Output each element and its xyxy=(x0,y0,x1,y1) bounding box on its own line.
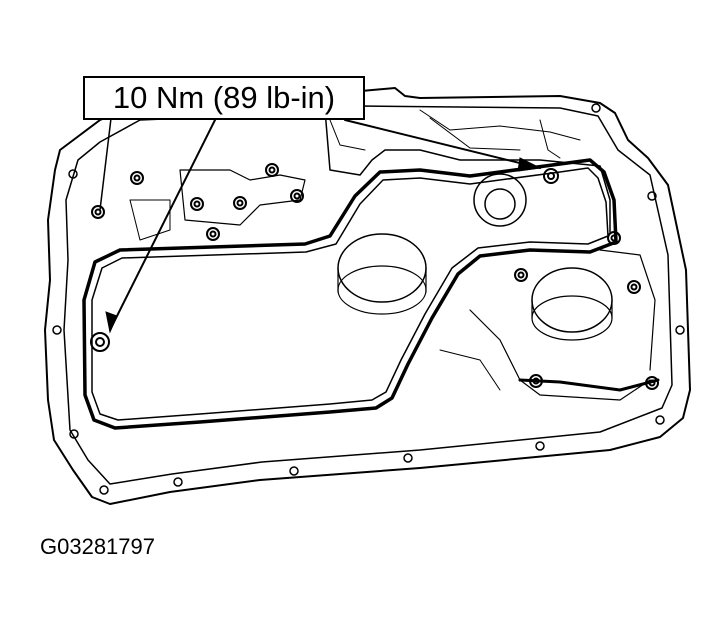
case-flange-outline xyxy=(44,87,691,505)
valve-body-detail xyxy=(179,169,306,226)
filter-bore xyxy=(473,173,527,227)
pan-gasket xyxy=(82,158,618,430)
leader-line-right xyxy=(344,119,541,169)
center-bore xyxy=(337,233,427,303)
right-bore xyxy=(531,267,613,333)
torque-label: 10 Nm (89 lb-in) xyxy=(112,80,336,115)
leader-line-left xyxy=(109,119,216,331)
figure-id: G03281797 xyxy=(40,534,155,559)
arrowhead-right xyxy=(517,157,542,172)
flange-bolt-holes xyxy=(52,103,685,495)
pan-bolts xyxy=(90,163,659,390)
torque-callout: 10 Nm (89 lb-in) xyxy=(83,76,365,120)
arrowhead-left xyxy=(105,311,118,334)
